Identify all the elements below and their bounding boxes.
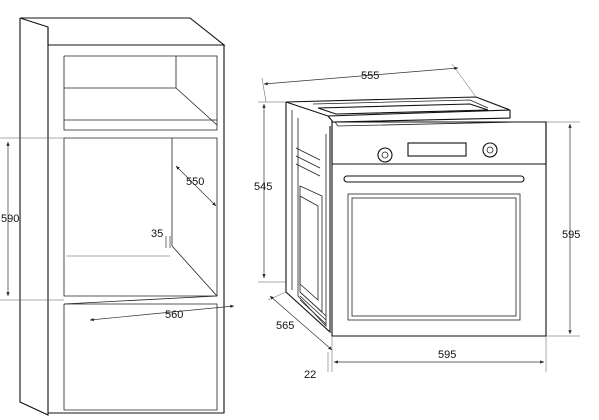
front-offset-label: 22 xyxy=(304,369,316,381)
oven-front-width-label: 595 xyxy=(438,349,456,361)
cabinet-drawing xyxy=(19,17,226,416)
cabinet-dimensions: 590 550 35 560 xyxy=(0,137,235,322)
vent-gap-label: 35 xyxy=(151,228,163,240)
oven-depth-label: 565 xyxy=(276,320,294,332)
oven-drawing xyxy=(285,96,547,337)
cabinet-depth-line xyxy=(175,165,217,207)
left-knob xyxy=(377,147,393,163)
cabinet-width-line xyxy=(89,304,235,322)
right-knob xyxy=(482,142,498,158)
oven-front-height-label: 595 xyxy=(562,229,580,241)
oven-top-width-label: 555 xyxy=(361,70,379,82)
oven-depth-line xyxy=(269,295,333,351)
cabinet-width-label: 560 xyxy=(165,309,183,321)
oven-side-height-label: 545 xyxy=(254,181,272,193)
cabinet-height-label: 590 xyxy=(1,213,19,225)
display-panel xyxy=(407,142,467,157)
door-handle xyxy=(343,175,525,183)
oven-top-width-line xyxy=(263,66,459,86)
door-window xyxy=(347,193,521,321)
cabinet-depth-label: 550 xyxy=(186,176,204,188)
oven-dimensions: 555 545 565 22 595 595 xyxy=(254,63,580,381)
